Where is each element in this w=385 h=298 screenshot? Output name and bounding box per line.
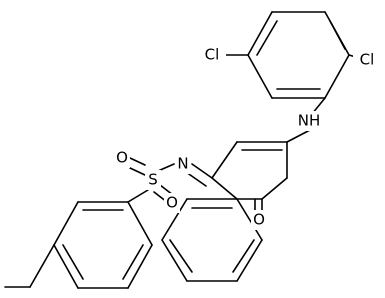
bond xyxy=(324,54,350,99)
bond-s-o xyxy=(129,167,146,176)
bond xyxy=(169,239,193,273)
bond xyxy=(127,201,153,246)
bond xyxy=(211,177,238,200)
chlorine-label-2: Cl xyxy=(360,51,375,69)
quinone-ring xyxy=(211,141,288,200)
ethylphenyl-ring xyxy=(53,201,153,289)
bond xyxy=(161,198,188,241)
bond-c-n xyxy=(191,163,213,179)
bond xyxy=(247,54,273,99)
bond xyxy=(236,198,263,241)
sulfur-label: S xyxy=(148,171,158,189)
bond xyxy=(211,141,238,179)
bond xyxy=(122,244,144,280)
bond xyxy=(53,244,79,289)
dichlorophenyl-ring xyxy=(247,11,350,99)
bond-n-s xyxy=(157,163,175,172)
benzo-ring xyxy=(161,198,263,282)
sulfonyl-oxygen-top-label: O xyxy=(116,149,128,167)
bond xyxy=(256,20,278,56)
bond-c-n xyxy=(185,171,207,187)
bond xyxy=(247,11,273,56)
bond xyxy=(232,239,255,273)
bond xyxy=(261,177,288,200)
amine-nh-label: NH xyxy=(298,112,321,130)
bond xyxy=(127,244,153,289)
bond xyxy=(161,239,188,282)
chlorine-label-1: Cl xyxy=(205,46,220,64)
bond xyxy=(62,244,84,280)
bond-s-aryl xyxy=(127,189,149,203)
bond xyxy=(53,201,79,246)
ketone-oxygen-label: O xyxy=(253,211,265,229)
bond xyxy=(329,20,346,50)
bond-ethyl xyxy=(29,244,55,288)
bond xyxy=(236,239,263,282)
bond-nh-ring xyxy=(286,129,311,143)
sulfonyl-oxygen-bottom-label: O xyxy=(166,194,178,212)
imine-n-label: N xyxy=(177,155,188,173)
bond-s-o xyxy=(129,157,146,166)
